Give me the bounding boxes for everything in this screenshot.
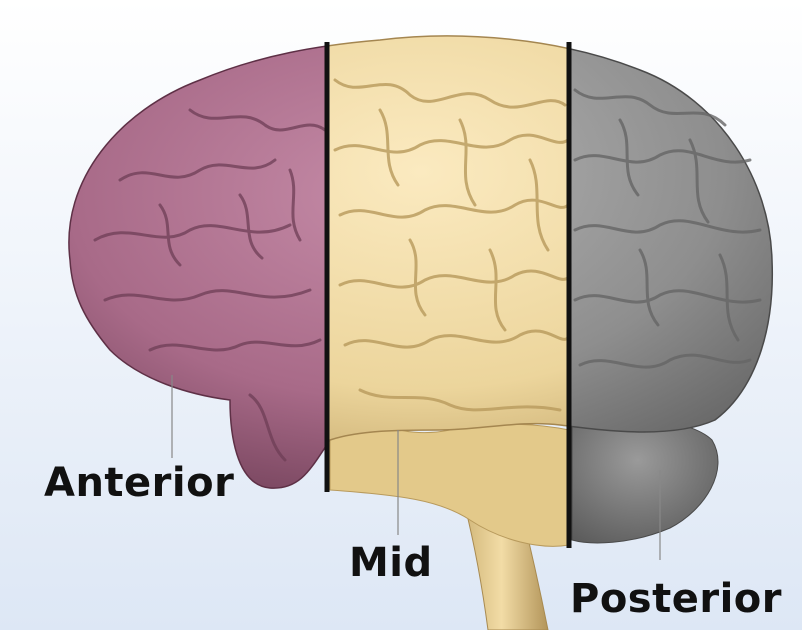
label-mid: Mid	[349, 543, 433, 583]
label-posterior: Posterior	[570, 579, 782, 619]
label-anterior: Anterior	[44, 463, 234, 503]
